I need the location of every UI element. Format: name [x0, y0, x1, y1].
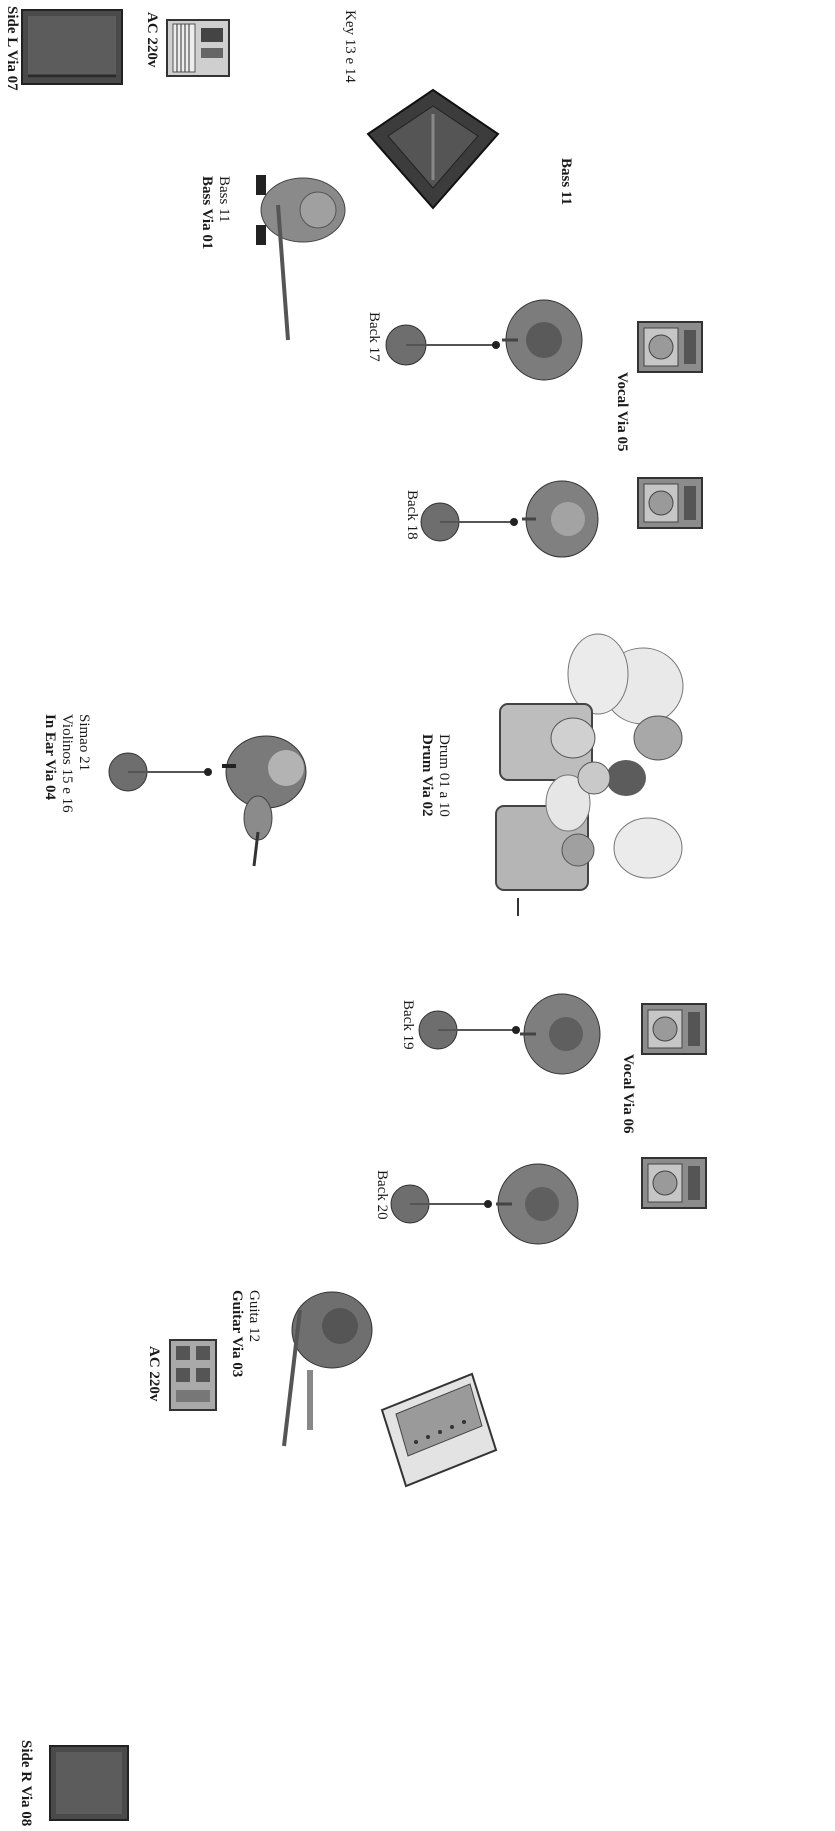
vocal-via-05-label: Vocal Via 05 [613, 372, 630, 451]
side-l-speaker [18, 6, 128, 88]
back-20-mic-stand [388, 1182, 496, 1226]
back-19-singer [516, 988, 606, 1080]
back-20-singer [492, 1158, 584, 1250]
bass-amp-label: Bass 11 [557, 158, 574, 205]
ac-left-label: AC 220v [143, 12, 160, 67]
back-17-mic-stand [384, 322, 504, 368]
back-17-singer [498, 292, 588, 388]
side-l-label: Side L Via 07 [3, 6, 20, 91]
guitar-amp [372, 1370, 502, 1490]
bass-player-label: Bass 11 Bass Via 01 [198, 176, 232, 249]
drum-label: Drum 01 a 10 Drum Via 02 [418, 734, 452, 817]
guitar-player [270, 1270, 380, 1450]
back-17-label: Back 17 [365, 312, 382, 362]
vocal-via-06-label: Vocal Via 06 [619, 1054, 636, 1133]
back-19-label: Back 19 [399, 1000, 416, 1050]
back-18-label: Back 18 [403, 490, 420, 540]
back-19-mic-stand [416, 1008, 524, 1052]
ac-right-label: AC 220v [145, 1346, 162, 1401]
monitor-vocal-06b [640, 1156, 708, 1210]
back-18-singer [518, 474, 606, 564]
back-20-label: Back 20 [373, 1170, 390, 1220]
side-r-label: Side R Via 08 [17, 1740, 34, 1826]
guitar-label: Guita 12 Guitar Via 03 [228, 1290, 262, 1377]
monitor-vocal-05a [636, 320, 704, 374]
simao-label: Simao 21 Violinos 15 e 16 In Ear Via 04 [41, 714, 92, 813]
monitor-vocal-05b [636, 476, 704, 530]
side-r-speaker [46, 1740, 132, 1824]
bass-player [248, 165, 358, 345]
back-18-mic-stand [418, 500, 522, 544]
keyboard [165, 18, 231, 78]
drum-kit [478, 628, 698, 918]
bass-amp [358, 84, 508, 214]
guitar-pedalboard [168, 1338, 218, 1412]
monitor-vocal-06a [640, 1002, 708, 1056]
violinist [214, 722, 314, 872]
simao-mic-stand [106, 750, 216, 794]
key-label: Key 13 e 14 [341, 10, 358, 83]
